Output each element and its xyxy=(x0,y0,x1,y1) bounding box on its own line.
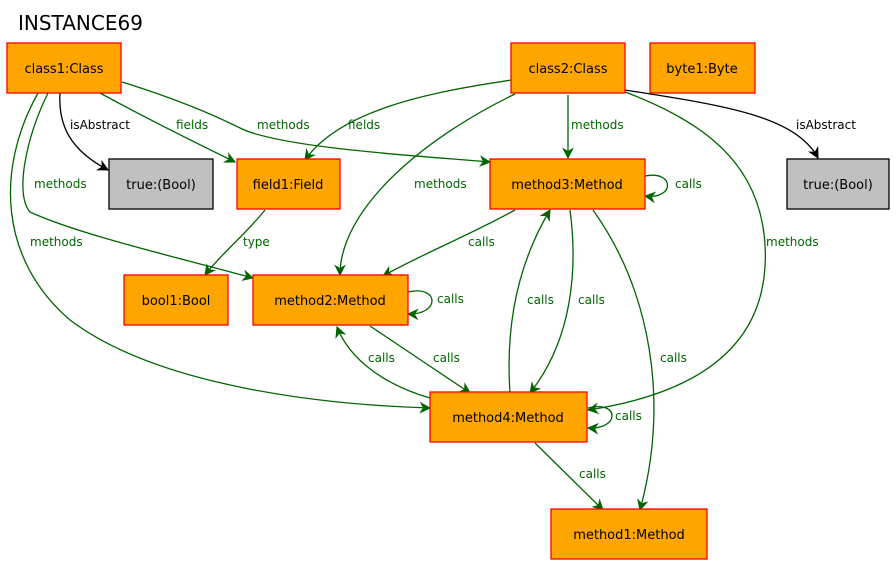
edge-label-class1-methods-method4: methods xyxy=(30,235,83,249)
node-method4[interactable]: method4:Method xyxy=(429,391,588,443)
node-field1[interactable]: field1:Field xyxy=(236,158,341,210)
edge-label-field1-type: type xyxy=(243,235,270,249)
edge-label-class2-isabstract: isAbstract xyxy=(796,118,856,132)
node-method1[interactable]: method1:Method xyxy=(550,508,708,560)
edge-class1-methods-method4 xyxy=(9,92,432,414)
edge-method2-calls-self xyxy=(406,290,433,321)
node-class2[interactable]: class2:Class xyxy=(510,42,626,94)
node-method4-label: method4:Method xyxy=(452,411,564,426)
edge-label-class2-fields: fields xyxy=(348,118,380,132)
node-bool1-label: bool1:Bool xyxy=(142,294,211,309)
edge-class2-methods-method4 xyxy=(586,89,766,415)
node-method1-label: method1:Method xyxy=(573,528,685,543)
node-true-value-2-label: true:(Bool) xyxy=(803,178,873,193)
edge-class1-methods-method2 xyxy=(22,92,255,281)
edge-label-method2-calls-self: calls xyxy=(437,292,464,306)
edge-label-class2-methods-method2: methods xyxy=(414,177,467,191)
edge-method3-calls-self xyxy=(643,174,669,204)
node-class1-label: class1:Class xyxy=(24,62,103,77)
edge-label-method3-calls-method4: calls xyxy=(578,293,605,307)
edge-label-method2-calls-method4: calls xyxy=(433,351,460,365)
edge-method3-calls-method1 xyxy=(592,209,655,512)
edge-label-class2-methods-method3: methods xyxy=(571,118,624,132)
edge-label-method3-calls-method2: calls xyxy=(468,235,495,249)
edge-label-class1-isabstract: isAbstract xyxy=(70,118,130,132)
edge-method3-calls-method4 xyxy=(529,209,574,394)
diagram-title: INSTANCE69 xyxy=(18,11,143,35)
edge-class2-methods-method2 xyxy=(334,93,516,277)
edge-label-class1-fields: fields xyxy=(176,118,208,132)
edge-field1-type xyxy=(204,209,266,276)
node-field1-label: field1:Field xyxy=(253,178,324,193)
edge-label-method3-calls-method1: calls xyxy=(660,351,687,365)
edge-class1-methods-method3 xyxy=(121,81,492,167)
edge-label-class1-methods-method2: methods xyxy=(34,177,87,191)
edge-class2-fields xyxy=(304,79,513,161)
node-byte1[interactable]: byte1:Byte xyxy=(649,42,756,94)
node-class2-label: class2:Class xyxy=(528,62,607,77)
node-method3[interactable]: method3:Method xyxy=(489,158,646,210)
edge-label-method4-calls-method3: calls xyxy=(527,293,554,307)
edge-label-method4-calls-self: calls xyxy=(615,409,642,423)
edge-method4-calls-self xyxy=(586,406,613,435)
edge-method4-calls-method3 xyxy=(508,208,551,394)
node-byte1-label: byte1:Byte xyxy=(666,62,737,77)
edge-method2-calls-method4 xyxy=(369,325,471,394)
edge-label-method4-calls-method2: calls xyxy=(368,351,395,365)
edge-class1-fields xyxy=(99,92,237,163)
edge-class2-isabstract xyxy=(624,89,819,160)
edge-label-method3-calls-self: calls xyxy=(675,177,702,191)
edge-method4-calls-method2 xyxy=(335,325,431,399)
node-method2[interactable]: method2:Method xyxy=(252,274,409,326)
edge-method4-calls-method1 xyxy=(534,442,604,511)
edge-label-class1-methods-method3: methods xyxy=(257,118,310,132)
node-class1[interactable]: class1:Class xyxy=(6,42,122,94)
edge-class1-isabstract xyxy=(59,92,110,171)
node-method2-label: method2:Method xyxy=(274,294,386,309)
edge-label-method4-calls-method1: calls xyxy=(579,467,606,481)
edge-method3-calls-method2 xyxy=(381,209,516,277)
node-true-value-1[interactable]: true:(Bool) xyxy=(108,158,214,210)
edge-label-class2-methods-method4: methods xyxy=(766,235,819,249)
node-true-value-2[interactable]: true:(Bool) xyxy=(786,158,890,210)
node-bool1[interactable]: bool1:Bool xyxy=(123,274,229,326)
node-true-value-1-label: true:(Bool) xyxy=(126,178,196,193)
node-method3-label: method3:Method xyxy=(511,178,623,193)
